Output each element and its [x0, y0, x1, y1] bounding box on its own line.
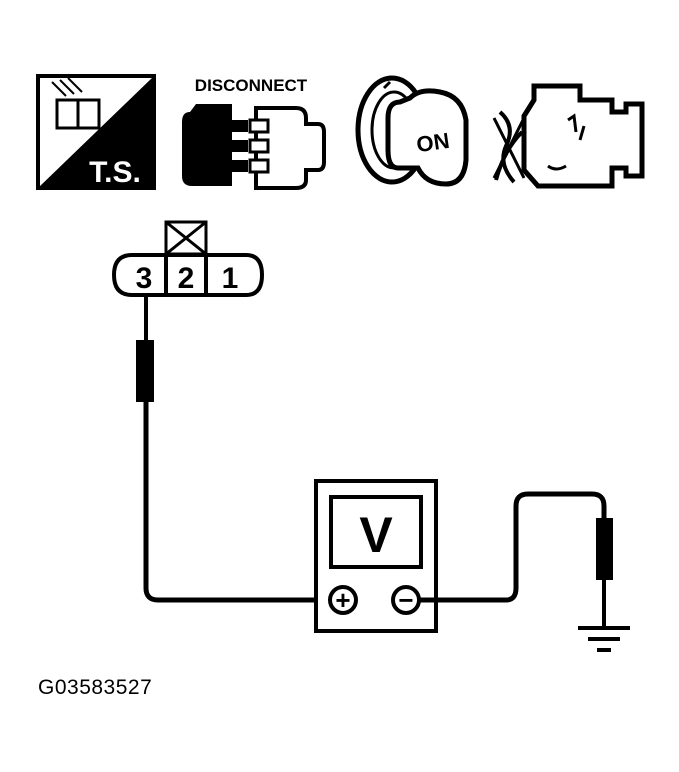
pin-3-label: 3 — [136, 262, 153, 295]
positive-probe-tip — [136, 340, 154, 402]
ground-icon — [578, 626, 630, 652]
disconnect-label: DISCONNECT — [195, 76, 308, 95]
troubleshoot-label: T.S. — [89, 156, 141, 189]
negative-symbol: − — [398, 585, 413, 615]
negative-probe-lead — [419, 491, 613, 628]
negative-probe-tip — [596, 518, 613, 580]
harness-connector: 3 2 1 — [111, 220, 265, 297]
meter-display — [329, 495, 423, 569]
positive-symbol: + — [335, 585, 350, 615]
positive-terminal — [328, 585, 358, 615]
ignition-key-icon: ON — [355, 75, 469, 187]
engine-off-icon — [492, 83, 645, 189]
ignition-on-label: ON — [415, 128, 451, 157]
troubleshoot-icon: T.S. — [36, 74, 156, 190]
figure-id: G03583527 — [38, 676, 153, 699]
disconnect-icon: DISCONNECT — [182, 76, 326, 190]
pin-1-label: 1 — [222, 262, 239, 295]
meter-display-label: V — [359, 507, 393, 563]
voltmeter: V + − — [314, 479, 438, 633]
pin-2-label: 2 — [178, 262, 195, 295]
positive-probe-lead — [136, 295, 330, 603]
